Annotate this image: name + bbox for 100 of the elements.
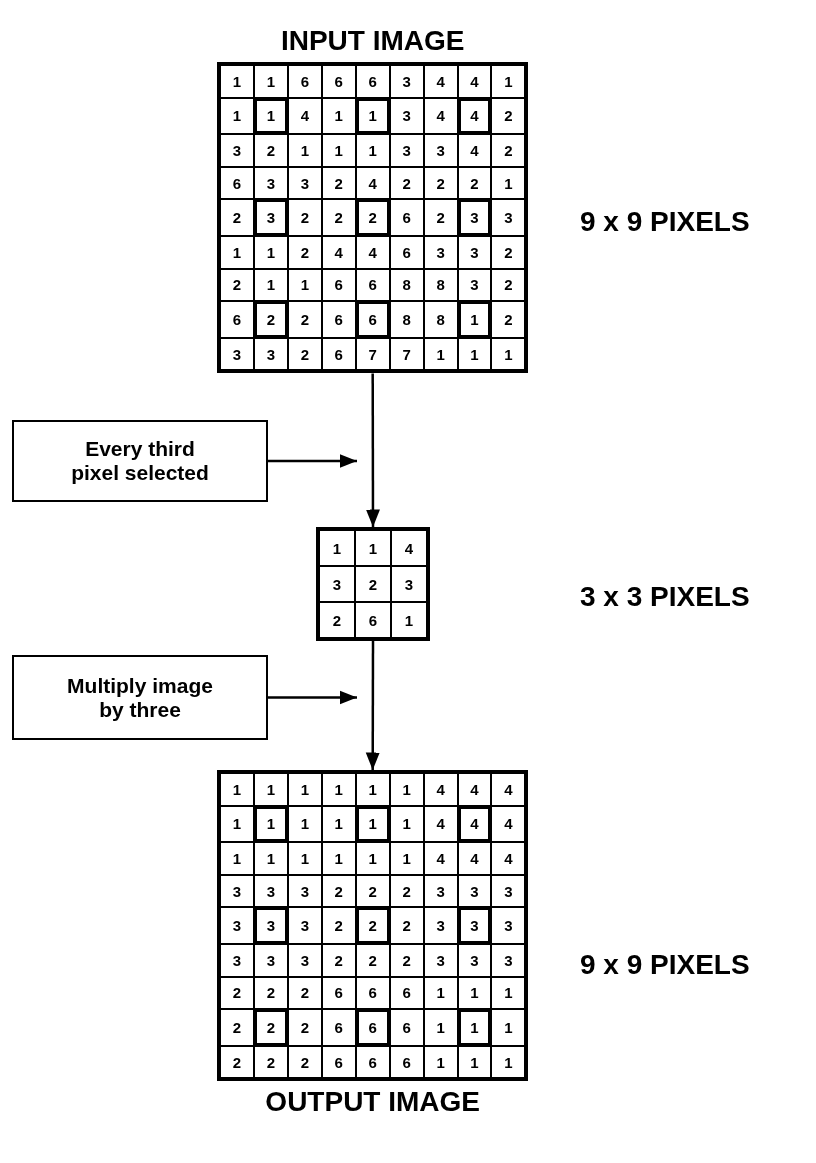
- pixel-value: 2: [491, 235, 526, 269]
- pixel-value: 2: [287, 337, 322, 371]
- pixel-value: 1: [491, 65, 526, 98]
- pixel-value: 3: [220, 337, 254, 371]
- pixel-value: 1: [457, 976, 492, 1010]
- pixel-value: 1: [220, 65, 254, 98]
- pixel-value: 6: [355, 1045, 390, 1079]
- pixel-value: 3: [253, 199, 288, 236]
- pixel-value: 6: [321, 301, 356, 338]
- pixel-value: 3: [220, 907, 254, 944]
- pixel-value: 6: [220, 301, 254, 338]
- pixel-value: 1: [321, 805, 356, 843]
- pixel-value: 1: [423, 976, 458, 1010]
- pixel-value: 6: [321, 1009, 356, 1046]
- pixel-value: 3: [220, 943, 254, 977]
- pixel-value: 1: [389, 773, 424, 806]
- grid-size-label: 9 x 9 PIXELS: [580, 205, 750, 239]
- pixel-value: 3: [253, 907, 288, 944]
- pixel-value: 1: [389, 842, 424, 875]
- pixel-value: 4: [355, 235, 390, 269]
- pixel-value: 1: [457, 301, 492, 338]
- pixel-value: 3: [220, 874, 254, 908]
- pixel-value: 3: [491, 874, 526, 908]
- pixel-value: 2: [220, 976, 254, 1010]
- grid-size-label: 3 x 3 PIXELS: [580, 580, 750, 614]
- pixel-value: 3: [457, 907, 492, 944]
- pixel-value: 2: [355, 943, 390, 977]
- pixel-value: 2: [220, 1009, 254, 1046]
- pixel-value: 1: [253, 773, 288, 806]
- pixel-value: 1: [457, 337, 492, 371]
- pixel-value: 1: [355, 134, 390, 167]
- pixel-value: 2: [491, 301, 526, 338]
- pixel-value: 2: [287, 199, 322, 236]
- pixel-value: 2: [253, 134, 288, 167]
- pixel-value: 2: [389, 943, 424, 977]
- pixel-value: 4: [391, 530, 427, 566]
- pixel-value: 3: [287, 943, 322, 977]
- image-title: OUTPUT IMAGE: [264, 1085, 482, 1120]
- pixel-value: 6: [389, 1045, 424, 1079]
- pixel-value: 8: [389, 301, 424, 338]
- pixel-value: 1: [491, 1009, 526, 1046]
- pixel-value: 1: [355, 805, 390, 843]
- pixel-value: 1: [319, 530, 355, 566]
- pixel-value: 4: [457, 97, 492, 135]
- pixel-value: 2: [389, 907, 424, 944]
- arrow: [268, 690, 357, 705]
- pixel-value: 4: [457, 134, 492, 167]
- pixel-value: 3: [457, 235, 492, 269]
- pixel-value: 6: [321, 65, 356, 98]
- pixel-value: 1: [220, 773, 254, 806]
- pixel-value: 6: [287, 65, 322, 98]
- pixel-value: 3: [287, 166, 322, 200]
- pixel-value: 3: [253, 943, 288, 977]
- pixel-value: 2: [220, 268, 254, 302]
- pixel-value: 1: [355, 97, 390, 135]
- pixel-value: 2: [287, 301, 322, 338]
- pixel-value: 3: [423, 134, 458, 167]
- pixel-value: 2: [491, 134, 526, 167]
- pixel-value: 2: [355, 566, 391, 602]
- pixel-value: 3: [457, 874, 492, 908]
- pixel-value: 3: [457, 268, 492, 302]
- pixel-value: 1: [457, 1045, 492, 1079]
- pixel-value: 1: [321, 773, 356, 806]
- note-box: Multiply image by three: [12, 655, 268, 740]
- pixel-value: 2: [491, 268, 526, 302]
- pixel-value: 1: [321, 842, 356, 875]
- grid-size-label: 9 x 9 PIXELS: [580, 948, 750, 982]
- pixel-value: 1: [287, 134, 322, 167]
- pixel-value: 3: [491, 943, 526, 977]
- pixel-value: 6: [220, 166, 254, 200]
- pixel-value: 2: [287, 1009, 322, 1046]
- pixel-value: 1: [253, 842, 288, 875]
- pixel-value: 3: [253, 874, 288, 908]
- pixel-value: 1: [491, 976, 526, 1010]
- pixel-value: 2: [321, 199, 356, 236]
- pixel-value: 6: [389, 1009, 424, 1046]
- pixel-value: 4: [423, 842, 458, 875]
- pixel-value: 1: [253, 235, 288, 269]
- pixel-value: 3: [491, 907, 526, 944]
- arrow: [365, 641, 380, 770]
- pixel-value: 1: [389, 805, 424, 843]
- pixel-value: 2: [321, 943, 356, 977]
- pixel-value: 1: [220, 97, 254, 135]
- pixel-value: 2: [287, 235, 322, 269]
- pixel-value: 6: [389, 235, 424, 269]
- pixel-value: 3: [423, 874, 458, 908]
- pixel-value: 3: [253, 337, 288, 371]
- pixel-value: 1: [457, 1009, 492, 1046]
- pixel-value: 3: [423, 235, 458, 269]
- pixel-value: 3: [457, 943, 492, 977]
- pixel-value: 1: [423, 1009, 458, 1046]
- pixel-value: 1: [321, 134, 356, 167]
- pixel-value: 3: [287, 874, 322, 908]
- pixel-value: 2: [220, 199, 254, 236]
- pixel-value: 1: [491, 166, 526, 200]
- pixel-value: 3: [389, 97, 424, 135]
- pixel-value: 4: [457, 842, 492, 875]
- pixel-value: 2: [355, 874, 390, 908]
- pixel-value: 8: [423, 268, 458, 302]
- pixel-value: 2: [319, 602, 355, 638]
